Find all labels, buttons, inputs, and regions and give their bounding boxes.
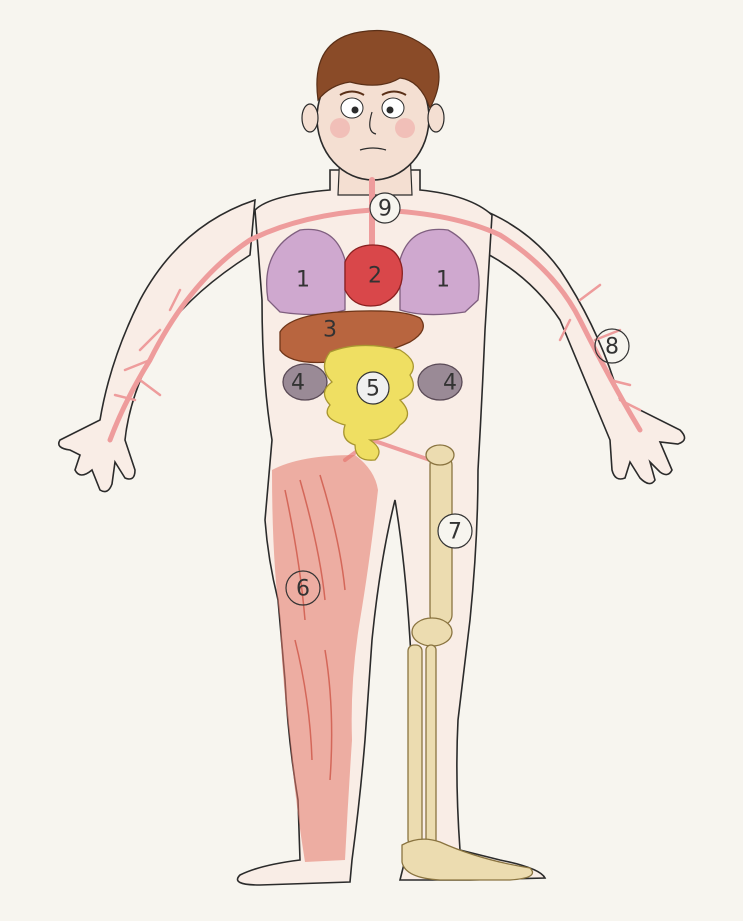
label-neck-vessel: 9 [378, 197, 392, 222]
left-cheek [330, 118, 350, 138]
label-kidney-right: 4 [443, 371, 457, 396]
label-liver: 3 [323, 318, 337, 343]
label-intestines: 5 [366, 377, 380, 402]
label-heart: 2 [368, 264, 382, 289]
left-eye [341, 98, 363, 118]
right-eye [382, 98, 404, 118]
left-pupil [352, 107, 359, 114]
femur-head [426, 445, 454, 465]
label-kidney-left: 4 [291, 371, 305, 396]
left-ear [302, 104, 318, 132]
tibia-bone [408, 645, 422, 845]
fibula-bone [426, 645, 436, 845]
knee-cap [412, 618, 452, 646]
label-muscles: 6 [296, 577, 310, 602]
left-kidney [283, 364, 327, 400]
right-pupil [387, 107, 394, 114]
label-skeleton: 7 [448, 520, 462, 545]
label-lung-left: 1 [296, 268, 310, 293]
label-lung-right: 1 [436, 268, 450, 293]
right-cheek [395, 118, 415, 138]
label-arm-veins: 8 [605, 335, 619, 360]
